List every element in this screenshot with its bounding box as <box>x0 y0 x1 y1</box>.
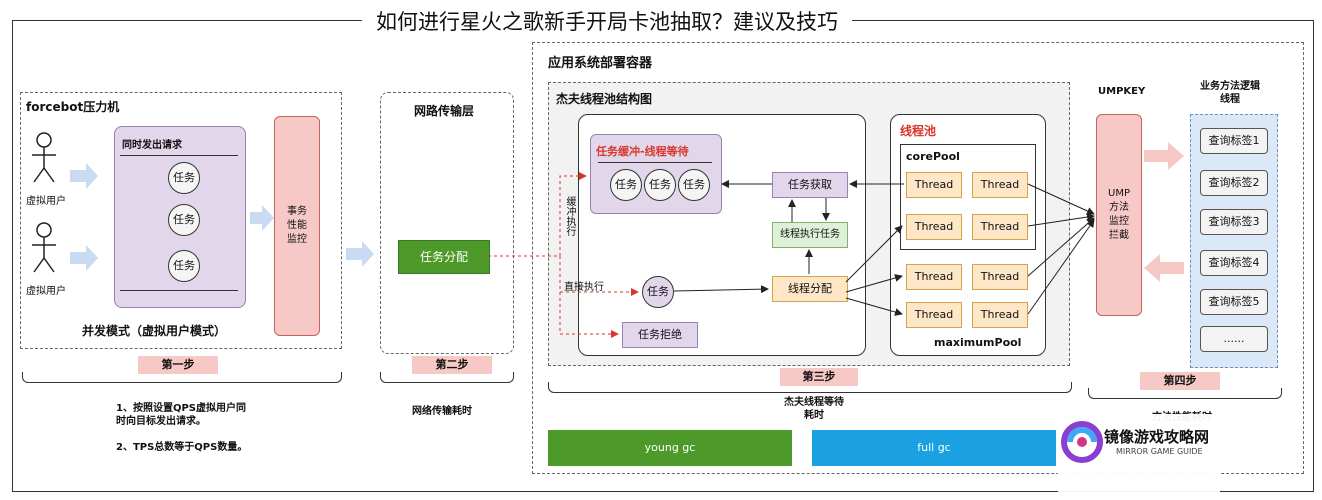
core-thread-4: Thread <box>972 214 1028 240</box>
watermark-title: 镜像游戏攻略网 <box>1104 428 1210 446</box>
query-tag-1: 查询标签1 <box>1200 128 1268 154</box>
concurrent-divider-top <box>120 155 238 156</box>
network-label: 网路传输层 <box>414 104 475 118</box>
max-thread-3: Thread <box>906 302 962 328</box>
deploy-container <box>532 42 1304 474</box>
forcebot-mode: 并发模式（虚拟用户模式） <box>82 324 227 338</box>
single-task: 任务 <box>642 276 674 308</box>
watermark-sub: MIRROR GAME GUIDE <box>1116 447 1203 456</box>
buffer-task-2: 任务 <box>644 169 676 201</box>
buffer-box-label: 任务缓冲-线程等待 <box>596 145 689 158</box>
step3-note: 杰夫线程等待 耗时 <box>784 397 844 421</box>
step2-badge: 第二步 <box>412 356 492 374</box>
buffer-task-1: 任务 <box>610 169 642 201</box>
virtual-user-label-1: 虚拟用户 <box>26 196 66 207</box>
core-thread-2: Thread <box>972 172 1028 198</box>
query-tag-5: 查询标签5 <box>1200 289 1268 315</box>
step1-note-1: 1、按照设置QPS虚拟用户同 时向目标发出请求。 <box>116 403 246 427</box>
dispatch-box: 任务分配 <box>398 240 490 274</box>
forcebot-task-1: 任务 <box>168 162 200 194</box>
direct-exec-label: 直接执行 <box>564 282 604 293</box>
ump-box: UMP 方法 监控 拦截 <box>1096 114 1142 316</box>
monitor-box: 事务 性能 监控 <box>274 116 320 336</box>
query-tag-3: 查询标签3 <box>1200 209 1268 235</box>
business-label: 业务方法逻辑 线程 <box>1200 81 1260 105</box>
max-thread-2: Thread <box>972 264 1028 290</box>
query-tag-2: 查询标签2 <box>1200 170 1268 196</box>
buffer-task-3: 任务 <box>678 169 710 201</box>
concurrent-divider-bottom <box>120 290 238 291</box>
step2-brace <box>380 372 514 383</box>
watermark-mark-icon <box>1061 421 1103 463</box>
step2-note: 网络传输耗时 <box>412 406 472 417</box>
forcebot-label: forcebot压力机 <box>26 100 120 114</box>
business-box <box>1190 114 1278 368</box>
thread-exec-box: 线程执行任务 <box>772 222 848 248</box>
young-gc-bar: young gc <box>548 430 792 466</box>
step3-badge: 第三步 <box>780 368 858 386</box>
network-box <box>380 92 514 354</box>
max-thread-1: Thread <box>906 264 962 290</box>
query-tag-more: ...... <box>1200 326 1268 352</box>
max-pool-label: maximumPool <box>934 336 1022 349</box>
core-thread-3: Thread <box>906 214 962 240</box>
query-tag-4: 查询标签4 <box>1200 250 1268 276</box>
page-title: 如何进行星火之歌新手开局卡池抽取？建议及技巧 <box>362 6 852 36</box>
step1-badge: 第一步 <box>138 356 218 374</box>
virtual-user-label-2: 虚拟用户 <box>26 286 66 297</box>
core-thread-1: Thread <box>906 172 962 198</box>
buffer-exec-label: 缓冲执行 <box>564 196 575 236</box>
thread-pool-diagram-label: 杰夫线程池结构图 <box>556 92 653 106</box>
core-pool-label: corePool <box>906 150 960 163</box>
step1-brace <box>22 372 342 383</box>
task-fetch-box: 任务获取 <box>772 172 848 198</box>
concurrent-label: 同时发出请求 <box>122 140 182 151</box>
max-thread-4: Thread <box>972 302 1028 328</box>
umpkey-label: UMPKEY <box>1098 86 1146 97</box>
deploy-container-label: 应用系统部署容器 <box>548 56 653 71</box>
forcebot-box <box>20 92 342 349</box>
step3-brace <box>548 382 1072 393</box>
buffer-box-divider <box>598 162 712 163</box>
forcebot-task-2: 任务 <box>168 204 200 236</box>
thread-pool-label: 线程池 <box>900 124 937 138</box>
step4-badge: 第四步 <box>1140 372 1220 390</box>
step1-note-2: 2、TPS总数等于QPS数量。 <box>116 442 248 453</box>
thread-assign-box: 线程分配 <box>772 276 848 302</box>
full-gc-bar: full gc <box>812 430 1056 466</box>
step4-brace <box>1088 388 1282 399</box>
forcebot-task-3: 任务 <box>168 250 200 282</box>
task-reject-box: 任务拒绝 <box>622 322 698 348</box>
